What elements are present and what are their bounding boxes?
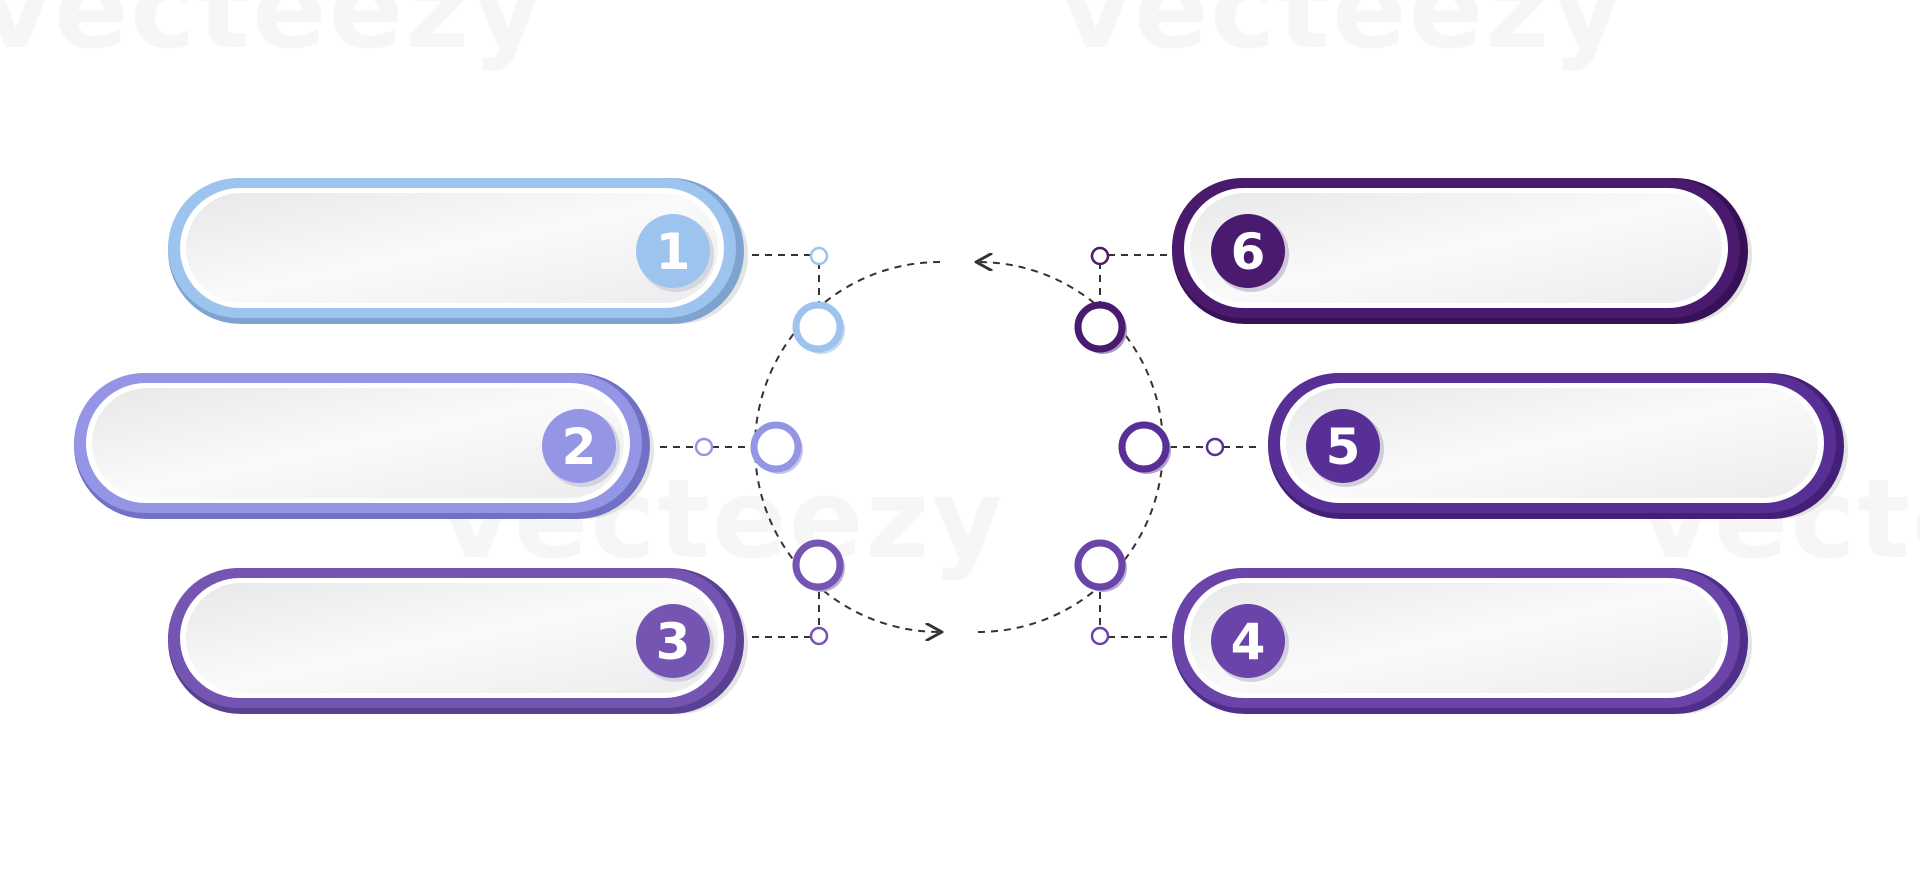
step-number-2: 2	[562, 418, 597, 476]
step-number-5: 5	[1326, 418, 1361, 476]
connector-3	[752, 592, 820, 638]
ring-node-2	[750, 421, 803, 474]
connector-6	[1099, 254, 1170, 302]
step-number-4: 4	[1231, 613, 1266, 671]
step-card-1: 1	[168, 178, 748, 324]
small-dot-5	[1205, 437, 1225, 457]
ring-node-3	[792, 539, 845, 592]
step-number-6: 6	[1231, 223, 1266, 281]
step-card-6: 6	[1172, 178, 1752, 324]
step-card-2: 2	[74, 373, 654, 519]
small-dots	[694, 246, 1225, 646]
small-dot-1	[809, 246, 829, 266]
small-dot-3	[809, 626, 829, 646]
ring-nodes	[750, 301, 1171, 592]
ring-node-5	[1118, 421, 1171, 474]
connector-4	[1099, 592, 1170, 638]
connectors	[660, 254, 1262, 638]
step-card-3: 3	[168, 568, 748, 714]
ring-node-6	[1074, 301, 1127, 354]
connector-1	[752, 254, 820, 302]
ring-node-1	[792, 301, 845, 354]
step-number-1: 1	[656, 223, 691, 281]
step-card-5: 5	[1268, 373, 1848, 519]
step-number-3: 3	[656, 613, 691, 671]
step-card-4: 4	[1172, 568, 1752, 714]
small-dot-4	[1090, 626, 1110, 646]
ring-node-4	[1074, 539, 1127, 592]
small-dot-2	[694, 437, 714, 457]
small-dot-6	[1090, 246, 1110, 266]
